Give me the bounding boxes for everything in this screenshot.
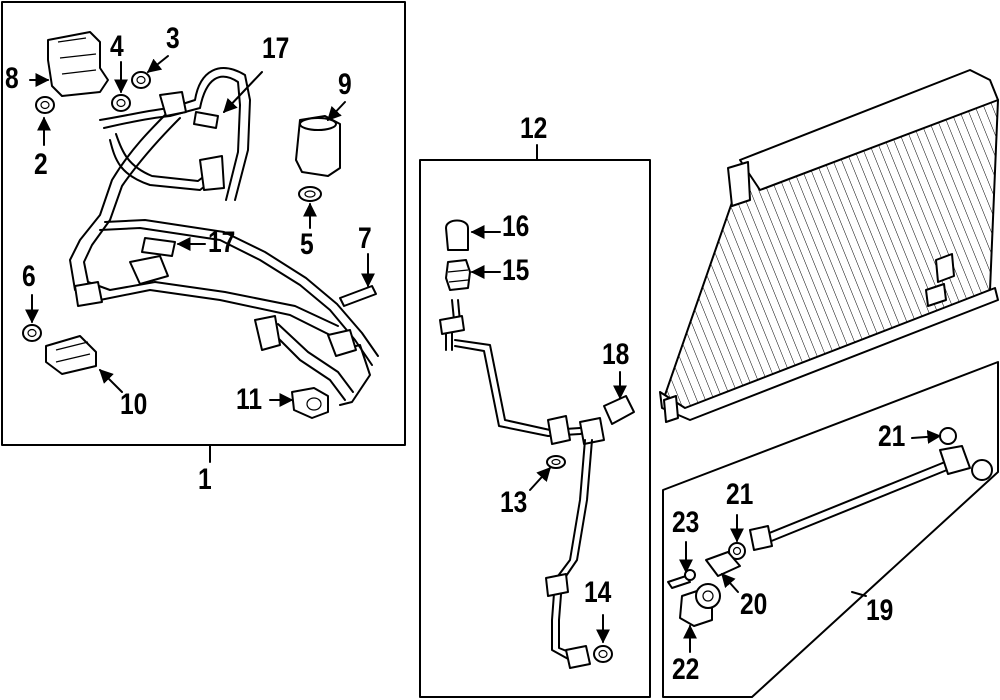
callout-17-lower: 17 [208,226,236,259]
callout-1: 1 [198,463,212,496]
pressure-sensor-upper [193,111,219,129]
group-frame-19 [662,361,999,698]
line-clip [291,387,329,419]
callout-21-lower: 21 [726,478,754,511]
nut-21-lower [728,542,746,560]
callout-6: 6 [22,260,36,293]
o-ring-14 [593,645,613,663]
cap-15 [445,259,471,291]
callout-16: 16 [502,210,530,243]
callout-3: 3 [166,22,180,55]
cap-18 [603,395,635,425]
callout-8: 8 [5,62,19,95]
o-ring-6 [22,324,42,342]
bolt-23 [667,575,691,589]
nut-21-upper [939,427,957,445]
callout-20: 20 [740,588,768,621]
callout-14: 14 [584,576,612,609]
callout-18: 18 [602,338,630,371]
retainer-pin [339,285,377,307]
callout-23: 23 [672,506,700,539]
callout-10: 10 [120,388,148,421]
callout-22: 22 [672,653,700,686]
callout-4: 4 [110,30,124,63]
cap-16 [445,219,469,251]
callout-7: 7 [358,222,372,255]
leader-19 [851,591,867,597]
ac-line-assembly [22,31,379,419]
callout-12: 12 [520,112,548,145]
pressure-sensor-lower [141,237,176,257]
valve-block [47,31,109,97]
o-ring-2 [35,96,55,114]
callout-9: 9 [338,68,352,101]
callout-19: 19 [866,594,894,627]
callout-2: 2 [34,148,48,181]
o-ring-5 [298,186,322,202]
o-ring-3 [131,71,151,89]
o-ring-13 [546,455,566,469]
callout-5: 5 [300,228,314,261]
callout-15: 15 [502,254,530,287]
callout-21-upper: 21 [878,420,906,453]
condenser-line-assembly [439,219,635,669]
o-ring-4 [111,94,131,112]
callout-11: 11 [236,383,263,416]
sensor-assembly [667,427,993,627]
callout-17-upper: 17 [262,32,290,65]
condenser [659,69,1000,423]
group-frame-1 [1,1,406,446]
group-frame-12 [419,159,651,698]
pressure-switch [45,335,97,375]
callout-13: 13 [500,486,528,519]
bracket-20 [705,551,741,577]
